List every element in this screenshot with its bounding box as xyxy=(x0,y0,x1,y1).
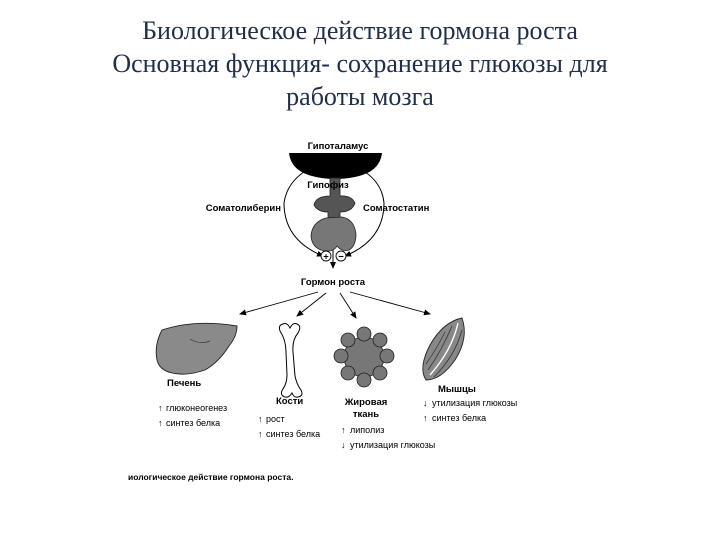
liver-effect-2: синтез белка xyxy=(166,418,220,428)
bones-effect-2: синтез белка xyxy=(266,429,320,439)
plus-sign: + xyxy=(323,252,329,263)
muscles-effect-2: синтез белка xyxy=(432,413,486,423)
arrow-to-muscles xyxy=(349,291,431,316)
pituitary-label: Гипофиз xyxy=(307,180,349,191)
liver-effect-up-icon: ↑ xyxy=(158,418,163,428)
minus-sign: − xyxy=(338,252,344,263)
adipose-name-line-2: ткань xyxy=(353,409,379,420)
somatoliberin-label: Соматолиберин xyxy=(206,203,281,214)
liver-name: Печень xyxy=(167,378,201,389)
bones-effect-up-icon: ↑ xyxy=(258,429,263,439)
title-line-2: Основная функция- сохранение глюкозы для xyxy=(112,49,608,78)
right-feedback-arc xyxy=(344,169,385,257)
arrow-to-bones xyxy=(296,292,327,317)
growth-hormone-label: Гормон роста xyxy=(301,277,366,288)
left-feedback-arc xyxy=(283,169,324,257)
liver-shape xyxy=(155,322,238,375)
muscles-name: Мышцы xyxy=(438,384,476,395)
slide-title: Биологическое действие гормона роста Осн… xyxy=(0,14,720,113)
liver-detail xyxy=(189,338,211,343)
muscle-shape xyxy=(422,317,465,381)
muscles-effect-down-icon: ↓ xyxy=(423,398,428,408)
somatostatin-label: Соматостатин xyxy=(363,203,430,214)
plus-circle xyxy=(320,250,332,262)
liver-effect-1: глюконеогенез xyxy=(166,403,227,413)
muscles-effect-1: утилизация глюкозы xyxy=(432,398,517,408)
muscles-effect-up-icon: ↑ xyxy=(423,413,428,423)
adipose-name-line-1: Жировая xyxy=(344,397,388,408)
bones-effect-up-icon: ↑ xyxy=(258,414,263,424)
adipose-effect-down-icon: ↓ xyxy=(341,440,346,450)
title-line-1: Биологическое действие гормона роста xyxy=(142,16,578,45)
figure-caption: иологическое действие гормона роста. xyxy=(128,472,293,482)
title-line-3: работы мозга xyxy=(286,82,434,111)
bones-effect-1: рост xyxy=(266,414,285,424)
bones-name: Кости xyxy=(276,396,303,407)
adipose-effect-2: утилизация глюкозы xyxy=(350,440,435,450)
hypothalamus-shape xyxy=(289,153,382,179)
minus-circle xyxy=(335,250,347,262)
arrow-to-liver xyxy=(239,291,319,316)
pituitary-gland xyxy=(310,216,357,252)
liver-effect-up-icon: ↑ xyxy=(158,403,163,413)
adipose-effect-up-icon: ↑ xyxy=(341,425,346,435)
bone-shape xyxy=(278,323,303,398)
arrow-to-adipose xyxy=(339,292,357,319)
adipose-effect-1: липолиз xyxy=(350,425,384,435)
adipose-shape xyxy=(333,326,395,388)
hypothalamus-label: Гипоталамус xyxy=(308,141,369,152)
